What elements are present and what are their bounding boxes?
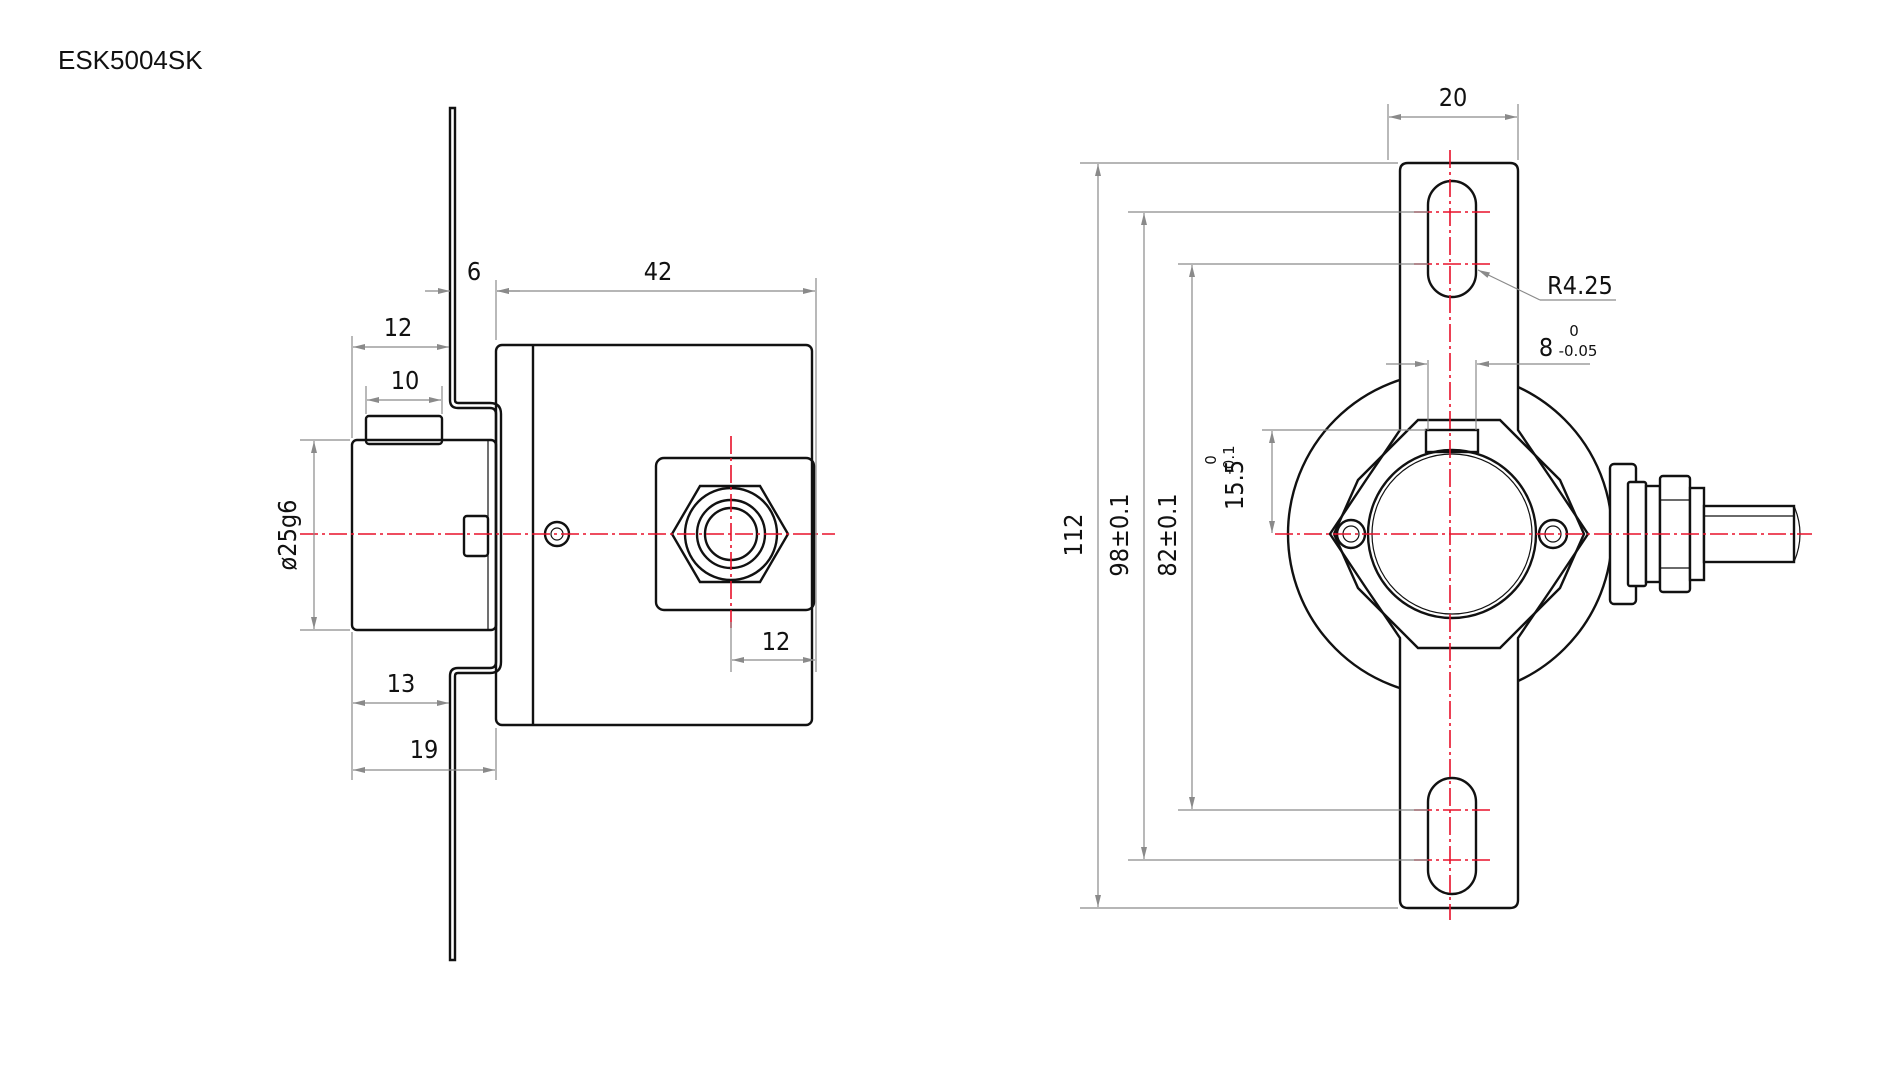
front-view: 20 R4.25 8 0 -0.05 15.5 0 -0.1 112 98±0.… <box>1059 83 1812 920</box>
dim-20: 20 <box>1439 83 1468 112</box>
dim-19: 19 <box>410 735 439 764</box>
dim-42: 42 <box>644 257 673 286</box>
set-screw-collar <box>364 414 444 446</box>
upper-slot <box>1426 179 1478 299</box>
drawing-title: ESK5004SK <box>58 45 203 75</box>
dim-bore-tol-lower: -0.1 <box>1220 445 1238 474</box>
dim-slot-tol-upper: 0 <box>1569 322 1579 340</box>
dim-radius: R4.25 <box>1547 271 1613 300</box>
front-mounting-bracket <box>1328 161 1590 910</box>
dim-slot-tol-lower: -0.05 <box>1559 342 1598 360</box>
dim-slot-width: 8 <box>1539 333 1553 362</box>
dim-10: 10 <box>391 366 420 395</box>
dim-13: 13 <box>387 669 416 698</box>
dim-bore: 15.5 <box>1220 460 1249 510</box>
dim-12-right: 12 <box>762 627 791 656</box>
side-view: 6 42 12 10 ø25g6 13 19 12 <box>273 106 835 962</box>
keyway-notch <box>1424 428 1480 454</box>
dim-slot-outer: 98±0.1 <box>1105 493 1134 576</box>
hub-hexagon <box>1332 418 1586 650</box>
dim-diameter: ø25g6 <box>273 500 302 571</box>
dim-bore-tol-upper: 0 <box>1202 455 1220 465</box>
dim-12-top: 12 <box>384 313 413 342</box>
mounting-bracket <box>448 106 503 962</box>
locating-pin <box>462 514 490 558</box>
dim-slot-inner: 82±0.1 <box>1153 493 1182 576</box>
lower-slot <box>1426 776 1478 896</box>
dim-overall-height: 112 <box>1059 514 1088 557</box>
shaft-sleeve <box>350 438 498 632</box>
dim-6: 6 <box>467 257 481 286</box>
